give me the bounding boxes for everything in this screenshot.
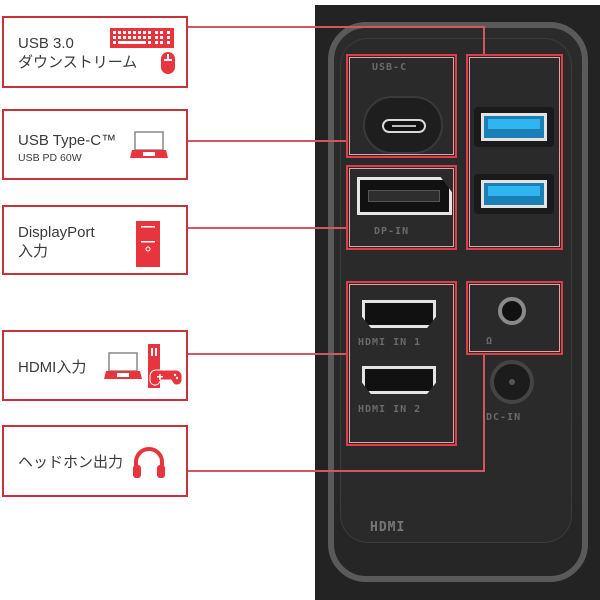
headphone-silkscreen: Ω [486, 336, 494, 347]
connector-headphone-h [188, 470, 485, 472]
usbc-subtitle: USB PD 60W [18, 152, 82, 164]
displayport-contact [368, 190, 440, 202]
dc-in-pin [509, 379, 515, 385]
hdmi-title: HDMI入力 [18, 359, 87, 376]
connector-displayport [188, 227, 346, 229]
connector-hdmi [188, 353, 346, 355]
label-headphone: ヘッドホン出力 [2, 425, 188, 497]
usba-port-1 [481, 113, 547, 141]
connector-usb30-v [483, 26, 485, 54]
dc-silkscreen: DC-IN [486, 412, 522, 423]
highlight-usbc [346, 54, 457, 158]
headphone-title: ヘッドホン出力 [18, 454, 124, 471]
hdmi-logo: HDMI [370, 520, 406, 535]
dp-silkscreen: DP-IN [374, 226, 410, 237]
headphone-jack [498, 297, 526, 325]
laptop-icon [130, 131, 168, 158]
highlight-usba [466, 54, 563, 250]
game-console-icon [148, 344, 182, 388]
hdmi2-silkscreen: HDMI IN 2 [358, 404, 422, 415]
highlight-headphone [466, 281, 563, 355]
usb30-subtitle: ダウンストリーム [18, 54, 138, 71]
connector-usbc [188, 140, 346, 142]
desktop-pc-icon [136, 221, 160, 267]
usbc-port [382, 119, 426, 133]
usbc-silkscreen: USB-C [372, 62, 408, 73]
mouse-icon [161, 52, 175, 74]
usbc-title: USB Type-C™ [18, 132, 117, 149]
highlight-displayport [346, 165, 457, 250]
highlight-hdmi [346, 281, 457, 446]
connector-usb30-h [188, 26, 485, 28]
hdmi-port-1 [362, 300, 436, 328]
label-usbc: USB Type-C™ USB PD 60W [2, 109, 188, 180]
displayport-subtitle: 入力 [18, 243, 49, 260]
usba-port-2 [481, 180, 547, 208]
connector-headphone-v [483, 355, 485, 472]
laptop-icon [104, 352, 142, 379]
headphones-icon [133, 447, 165, 478]
label-hdmi: HDMI入力 [2, 330, 188, 401]
label-displayport: DisplayPort 入力 [2, 205, 188, 275]
label-usb30: USB 3.0 ダウンストリーム [2, 16, 188, 88]
usb30-title: USB 3.0 [18, 35, 74, 52]
hdmi1-silkscreen: HDMI IN 1 [358, 337, 422, 348]
hdmi-port-2 [362, 366, 436, 394]
keyboard-icon [110, 28, 174, 48]
displayport-title: DisplayPort [18, 224, 95, 241]
